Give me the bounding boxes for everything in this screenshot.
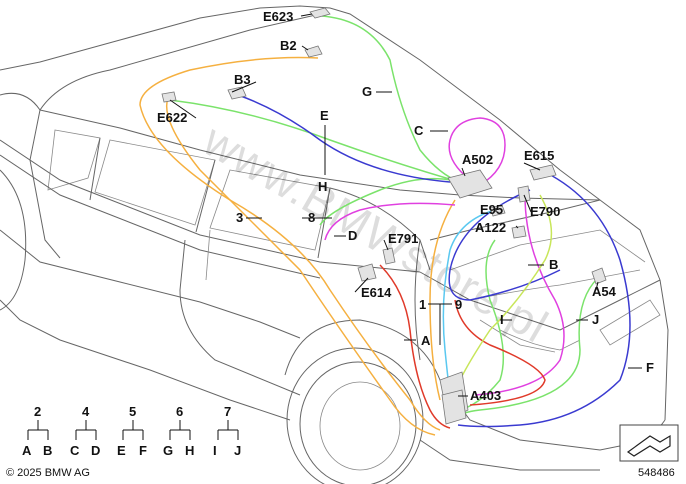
- label-I: I: [500, 312, 504, 327]
- label-9: 9: [455, 297, 462, 312]
- component-E791: [382, 247, 396, 265]
- legend-number: 6: [176, 404, 183, 419]
- wire-magenta-2: [324, 202, 456, 241]
- component-E614: [357, 263, 377, 282]
- legend-group-4: 4 C D: [70, 404, 100, 458]
- component-E790: [517, 185, 531, 203]
- wire-magenta-3: [474, 194, 565, 396]
- label-B2: B2: [280, 38, 297, 53]
- label-E: E: [320, 108, 329, 123]
- label-A: A: [421, 333, 431, 348]
- wire-red: [379, 264, 451, 429]
- copyright-text: © 2025 BMW AG: [6, 467, 90, 479]
- component-A54: [591, 267, 607, 285]
- component-E622: [161, 91, 177, 103]
- legend-number: 7: [224, 404, 231, 419]
- legend-number: 2: [34, 404, 41, 419]
- wire-harnesses: [139, 15, 631, 436]
- leader-lines: [169, 13, 642, 397]
- label-B3: B3: [234, 72, 251, 87]
- label-G: G: [362, 84, 372, 99]
- wire-blue: [237, 94, 451, 183]
- wire-red-2: [454, 299, 546, 406]
- label-E95: E95: [480, 202, 503, 217]
- label-E614: E614: [361, 285, 392, 300]
- legend-group-2: 2 A B: [22, 404, 52, 458]
- wire-orange-2: [165, 97, 436, 436]
- component-E623: [309, 7, 331, 19]
- label-A54: A54: [592, 284, 617, 299]
- label-F: F: [646, 360, 654, 375]
- wire-magenta: [448, 117, 506, 186]
- label-E623: E623: [263, 9, 293, 24]
- label-8: 8: [308, 210, 315, 225]
- wire-green-3: [319, 177, 471, 226]
- wire-blue-2: [457, 171, 631, 428]
- legend-group-7: 7 I J: [213, 404, 241, 458]
- component-A122: [511, 225, 527, 239]
- part-number: 548486: [638, 467, 675, 479]
- legend-left: E: [117, 443, 126, 458]
- component-E95: [489, 204, 506, 217]
- component-B2: [304, 45, 323, 58]
- wire-yellowgreen: [459, 194, 553, 381]
- label-A403: A403: [470, 388, 501, 403]
- label-E791: E791: [388, 231, 418, 246]
- legend-left: I: [213, 443, 217, 458]
- label-D: D: [348, 228, 357, 243]
- legend-group-6: 6 G H: [163, 404, 194, 458]
- legend-left: C: [70, 443, 80, 458]
- label-A122: A122: [475, 220, 506, 235]
- legend-right: J: [234, 443, 241, 458]
- wire-orange-3: [429, 199, 456, 401]
- label-1: 1: [419, 297, 426, 312]
- legend-group-5: 5 E F: [117, 404, 147, 458]
- label-H: H: [318, 179, 327, 194]
- wire-green: [321, 15, 461, 183]
- label-C: C: [414, 123, 424, 138]
- legend-number: 4: [82, 404, 90, 419]
- legend-number: 5: [129, 404, 136, 419]
- legend-left: A: [22, 443, 32, 458]
- component-A502: [447, 169, 493, 199]
- label-E615: E615: [524, 148, 554, 163]
- legend-left: G: [163, 443, 173, 458]
- label-A502: A502: [462, 152, 493, 167]
- components: [161, 7, 607, 425]
- label-E622: E622: [157, 110, 187, 125]
- label-J: J: [592, 312, 599, 327]
- connector-legend: 2 A B 4 C D 5 E F 6 G H 7 I: [22, 404, 241, 458]
- component-A403-box: [441, 389, 467, 425]
- view-orientation-icon: [619, 424, 679, 462]
- component-labels: E623 B2 B3 G E622 E C H A502 E615 E95 E7…: [157, 9, 654, 403]
- wire-cyan: [442, 209, 496, 396]
- legend-right: F: [139, 443, 147, 458]
- wire-green-4: [454, 277, 599, 421]
- legend-right: D: [91, 443, 100, 458]
- wire-blue-3: [448, 189, 561, 301]
- legend-right: H: [185, 443, 194, 458]
- wire-green-2: [169, 99, 471, 186]
- component-B3: [227, 86, 247, 100]
- car-body: [0, 5, 669, 484]
- label-B: B: [549, 257, 558, 272]
- legend-right: B: [43, 443, 52, 458]
- label-E790: E790: [530, 204, 560, 219]
- wire-green-5: [454, 239, 505, 413]
- label-3: 3: [236, 210, 243, 225]
